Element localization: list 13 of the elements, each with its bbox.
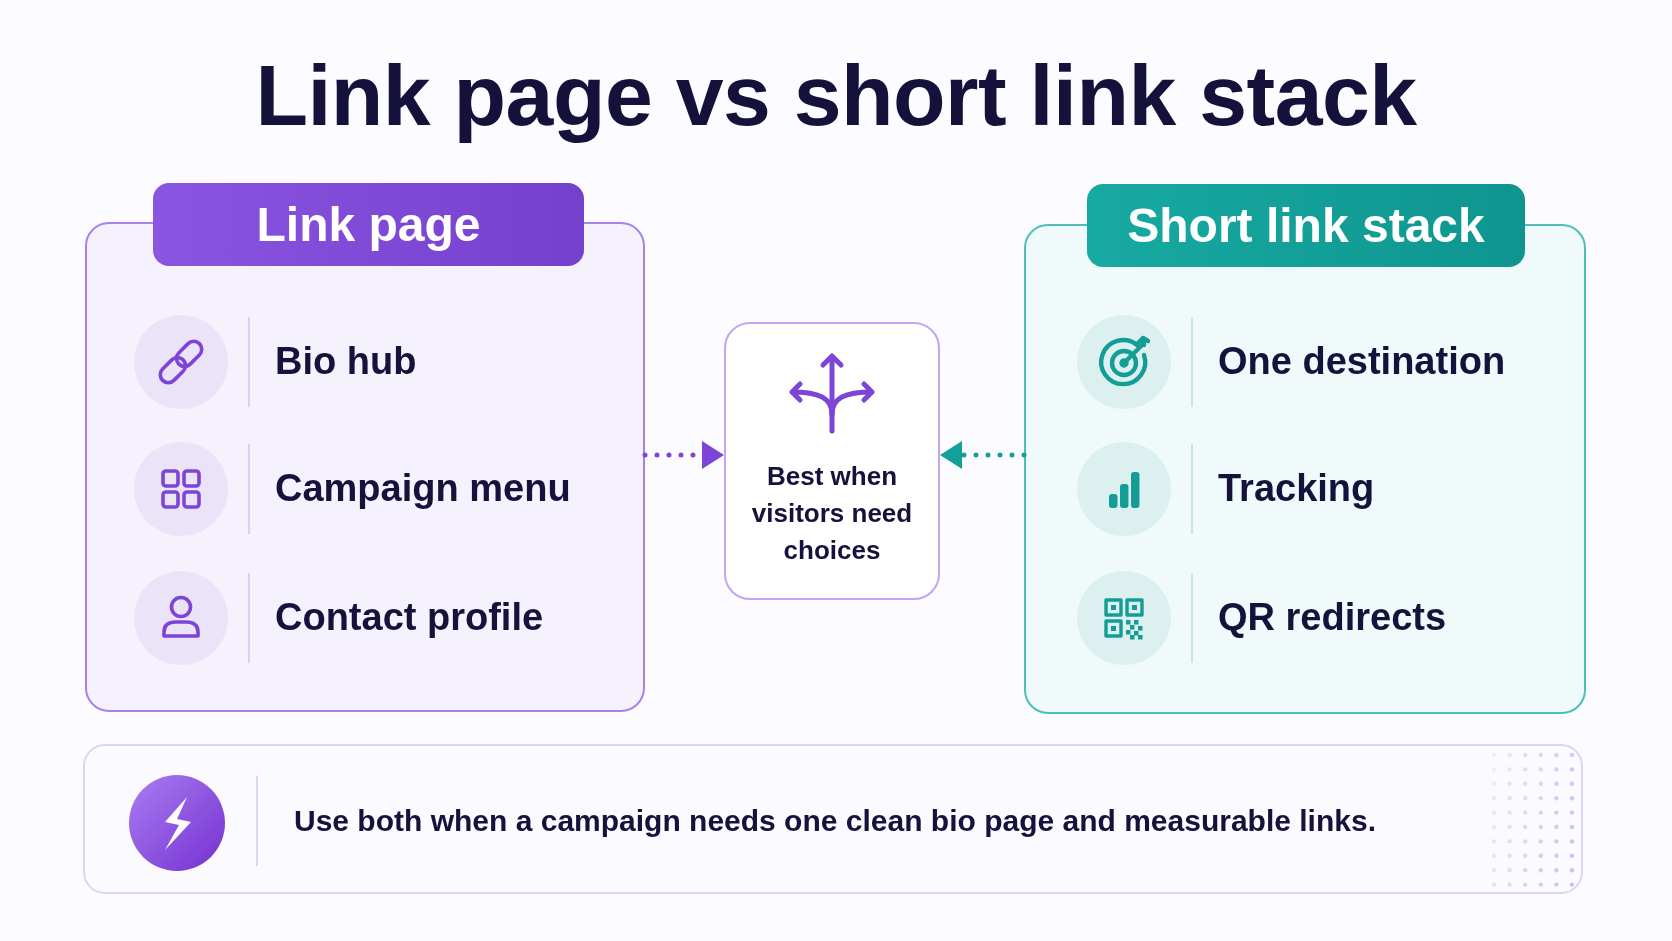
panel-heading: Short link stack (1087, 184, 1525, 267)
info-card (724, 322, 940, 600)
item-label: One destination (1218, 339, 1506, 385)
card-text: Best when visitors need choices (750, 460, 914, 567)
item-label: QR redirects (1218, 595, 1447, 641)
item-label: Tracking (1218, 466, 1375, 512)
item-label: Campaign menu (275, 466, 571, 512)
item-label: Contact profile (275, 595, 544, 641)
item-label: Bio hub (275, 339, 417, 385)
page-title: Link page vs short link stack (255, 46, 1417, 145)
summary-text: Use both when a campaign needs one clean bio page and measurable links. (294, 803, 1376, 839)
summary-banner (83, 744, 1583, 894)
panel-heading: Link page (153, 183, 584, 266)
